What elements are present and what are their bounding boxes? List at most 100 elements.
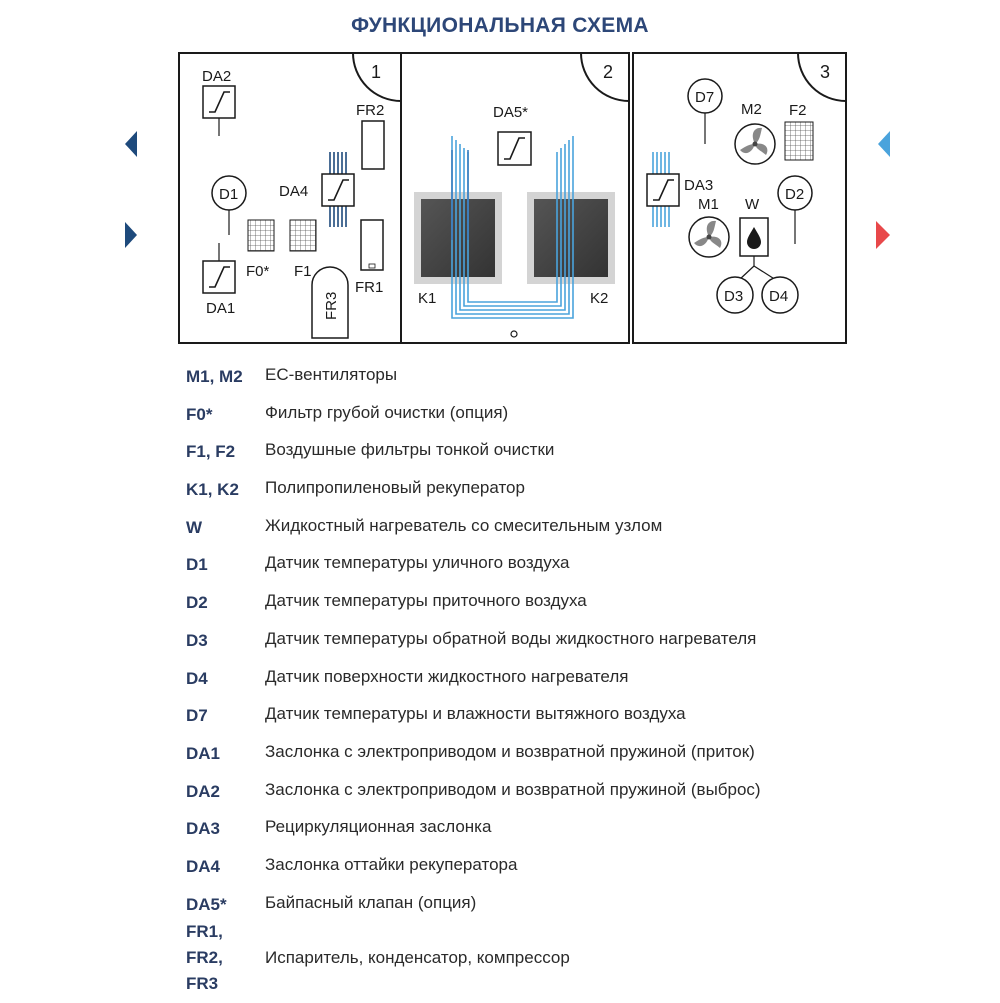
sensor-d2-icon (777, 175, 813, 211)
sensor-d1-icon (211, 175, 247, 211)
sensor-d4-icon (761, 276, 799, 314)
legend-code: W (186, 517, 203, 537)
legend-description: Воздушные фильтры тонкой очистки (265, 440, 555, 460)
legend-description: Датчик поверхности жидкостного нагревате… (265, 666, 629, 686)
label-k1: K1 (418, 290, 436, 307)
section-3-box (632, 52, 847, 344)
sensor-d3-icon (716, 276, 754, 314)
legend-code: D7 (186, 706, 208, 726)
label-da5: DA5* (493, 104, 528, 121)
label-f1: F1 (294, 263, 312, 280)
section-2-box (400, 52, 630, 344)
legend-code: DA3 (186, 819, 221, 839)
legend-description: Заслонка с электроприводом и возвратной … (265, 741, 755, 761)
legend-description: Байпасный клапан (опция) (265, 892, 477, 912)
legend-row: F0* Фильтр грубой очистки (опция) (186, 396, 986, 434)
label-d2: D2 (785, 186, 804, 203)
label-da4: DA4 (279, 183, 308, 200)
sensor-d7-icon (687, 78, 723, 114)
water-drop-icon (747, 227, 761, 249)
label-fr2: FR2 (356, 102, 384, 119)
legend-description: Фильтр грубой очистки (опция) (265, 402, 509, 422)
legend-description: Датчик температуры приточного воздуха (265, 591, 587, 611)
filter-f1-icon (289, 219, 317, 252)
filter-f2-icon (784, 121, 814, 161)
legend-row: DA2 Заслонка с электроприводом и возвратн… (186, 773, 986, 811)
legend-code: K1, K2 (186, 480, 239, 500)
label-f0: F0* (246, 263, 270, 280)
legend-code: D2 (186, 593, 208, 613)
legend-description: Заслонка оттайки рекуператора (265, 854, 518, 874)
legend-description: Полипропиленовый рекуператор (265, 478, 525, 498)
label-d3: D3 (724, 288, 743, 305)
label-m1: M1 (698, 196, 719, 213)
label-m2: M2 (741, 101, 762, 118)
label-fr3: FR3 (323, 292, 340, 320)
legend-description: Жидкостный нагреватель со смесительным у… (265, 515, 663, 535)
legend-row: K1, K2 Полипропиленовый рекуператор (186, 471, 986, 509)
condenser-fr2 (361, 120, 385, 170)
legend-description: Рециркуляционная заслонка (265, 817, 492, 837)
legend-code: DA1 (186, 743, 221, 763)
legend-code: DA2 (186, 781, 221, 801)
fan-m1-icon (688, 216, 730, 258)
label-k2: K2 (590, 290, 608, 307)
legend-code: DA5* (186, 894, 227, 914)
legend-description: Испаритель, конденсатор, компрессор (265, 948, 570, 968)
legend-row: DA4 Заслонка оттайки рекуператора (186, 848, 986, 886)
compressor-fr3 (311, 266, 349, 339)
legend-row: FR1, FR2, FR3 Испаритель, конденсатор, комп… (186, 922, 986, 1003)
legend-row: M1, M2 ЕС-вентиляторы (186, 358, 986, 396)
label-d4: D4 (769, 288, 788, 305)
section-number-3: 3 (820, 62, 830, 82)
legend-code: FR1, FR2, FR3 (186, 919, 262, 997)
recuperator-k2 (534, 199, 608, 277)
drain-point (510, 330, 518, 338)
legend-code-line: FR1, (186, 922, 223, 942)
legend-code: D3 (186, 630, 208, 650)
legend-description: Заслонка с электроприводом и возвратной … (265, 779, 761, 799)
legend-code-line: FR3 (186, 974, 219, 994)
exhaust-outlet-arrow-icon (125, 131, 137, 157)
evaporator-fr1 (360, 219, 384, 271)
legend-row: D3 Датчик температуры обратной воды жидко… (186, 622, 986, 660)
filter-f0-icon (247, 219, 275, 252)
legend-row: D1 Датчик температуры уличного воздуха (186, 546, 986, 584)
label-da1: DA1 (206, 300, 235, 317)
recuperator-k1 (421, 199, 495, 277)
legend-description: Датчик температуры и влажности вытяжного… (265, 704, 686, 724)
legend-row: F1, F2 Воздушные фильтры тонкой очистки (186, 433, 986, 471)
label-da3: DA3 (684, 177, 713, 194)
legend-row: DA1 Заслонка с электроприводом и возвратн… (186, 735, 986, 773)
legend-code-line: FR2, (186, 948, 223, 968)
legend-code: M1, M2 (186, 367, 243, 386)
section-number-2: 2 (603, 62, 613, 82)
legend-row: DA3 Рециркуляционная заслонка (186, 810, 986, 848)
legend-code: D1 (186, 555, 208, 575)
legend-description: Датчик температуры уличного воздуха (265, 553, 570, 573)
diagram-title: ФУНКЦИОНАЛЬНАЯ СХЕМА (351, 14, 649, 37)
outdoor-inlet-arrow-icon (125, 222, 137, 248)
label-da2: DA2 (202, 68, 231, 85)
legend-code: F0* (186, 404, 213, 424)
legend-row: D7 Датчик температуры и влажности вытяжно… (186, 697, 986, 735)
label-fr1: FR1 (355, 279, 383, 296)
label-w: W (745, 196, 760, 213)
label-d7: D7 (695, 89, 714, 106)
legend-row: D4 Датчик поверхности жидкостного нагрева… (186, 660, 986, 698)
legend-description: ЕС-вентиляторы (265, 365, 398, 384)
legend-row: W Жидкостный нагреватель со смесительным … (186, 509, 986, 547)
legend-code: DA4 (186, 856, 221, 876)
legend-code: D4 (186, 668, 208, 688)
section-number-1: 1 (371, 62, 381, 82)
legend-code: F1, F2 (186, 442, 236, 462)
supply-outlet-arrow-icon (876, 221, 890, 249)
legend-row: DA5* Байпасный клапан (опция) (186, 886, 986, 924)
legend-description: Датчик температуры обратной воды жидкост… (265, 628, 757, 648)
fan-m2-icon (734, 123, 776, 165)
functional-diagram: 1 2 3 (125, 52, 890, 344)
exhaust-inlet-arrow-icon (878, 131, 890, 157)
legend-row: D2 Датчик температуры приточного воздуха (186, 584, 986, 622)
label-d1: D1 (219, 186, 238, 203)
